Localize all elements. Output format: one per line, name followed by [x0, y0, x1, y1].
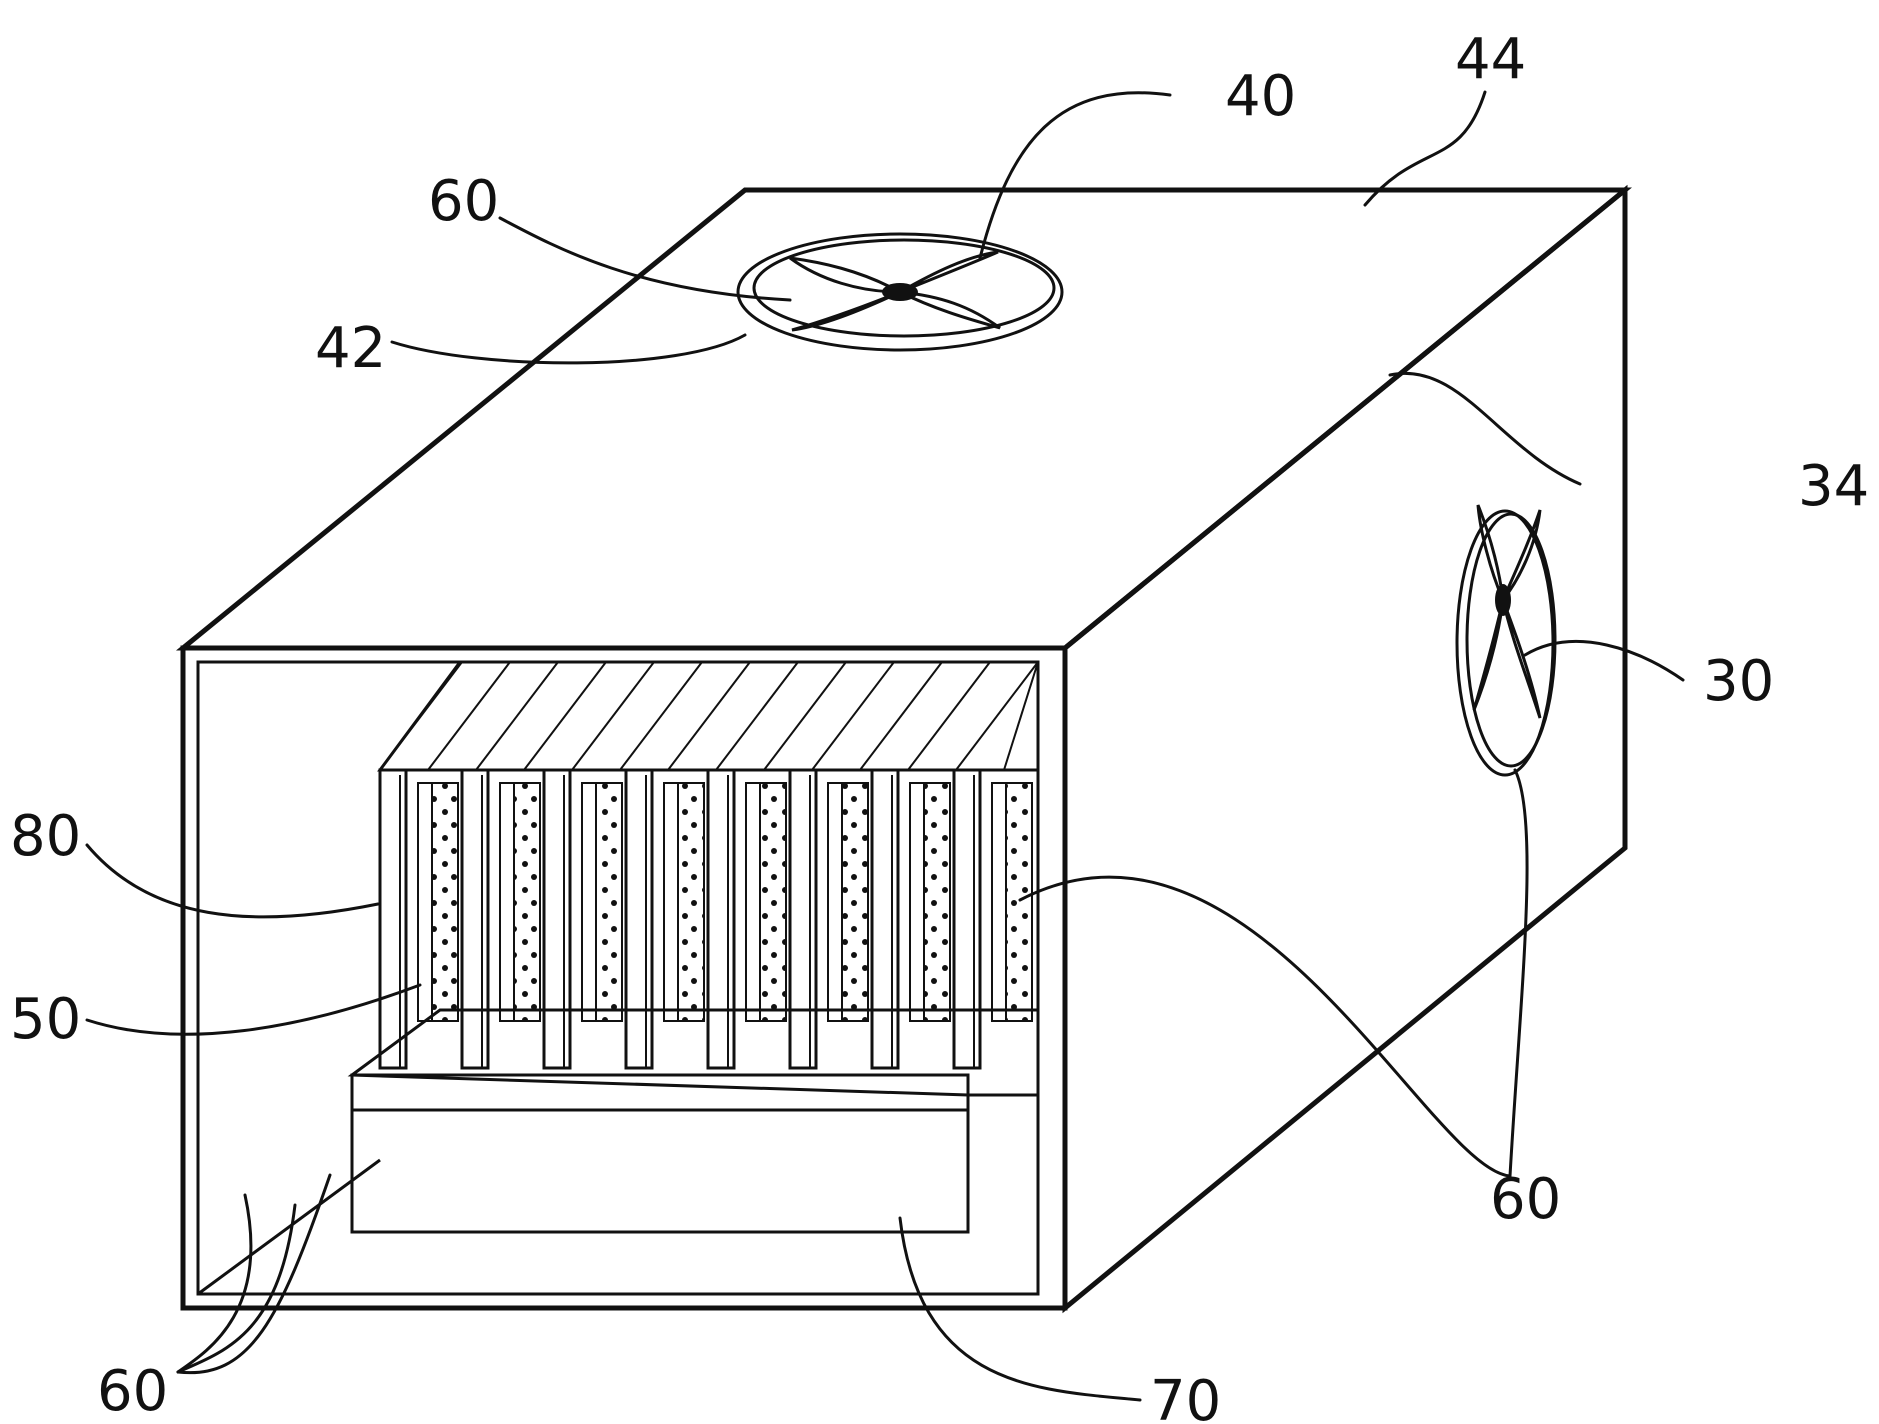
housing-side-face — [1065, 190, 1625, 1308]
fin-top-stripe — [668, 662, 750, 770]
fin-top-stripe — [716, 662, 798, 770]
fin-top-stripe — [476, 662, 558, 770]
label-60-right: 60 — [1490, 1167, 1561, 1232]
fin-top-stripe — [764, 662, 846, 770]
fin-top-stripe — [956, 662, 1038, 770]
fin-top-stripe — [1004, 662, 1038, 770]
top-fan-blades — [790, 252, 1000, 330]
fin-plate — [954, 770, 980, 1068]
fin-top-stripe — [620, 662, 702, 770]
fin-edge-strip — [828, 783, 842, 1021]
heat-sink-fins — [380, 662, 1038, 1068]
fin-top-stripe — [524, 662, 606, 770]
label-42: 42 — [315, 316, 386, 381]
label-30: 30 — [1703, 649, 1774, 714]
heat-sink-base — [352, 1010, 1038, 1232]
side-fan — [1457, 505, 1555, 775]
fin-plate — [626, 770, 652, 1068]
fin-plate — [708, 770, 734, 1068]
label-60-bottom: 60 — [97, 1359, 168, 1424]
fin-top-stripe — [428, 662, 510, 770]
side-fan-blades — [1474, 505, 1540, 718]
fin-top-stripe — [908, 662, 990, 770]
fin-edge-strip — [500, 783, 514, 1021]
label-44: 44 — [1455, 27, 1526, 92]
fin-edge-strip — [746, 783, 760, 1021]
fin-plate — [380, 770, 406, 1068]
housing-top-face — [183, 190, 1625, 648]
label-60-top: 60 — [428, 169, 499, 234]
fin-edge-strip — [910, 783, 924, 1021]
fin-top-stripe — [380, 662, 462, 770]
fin-plate — [872, 770, 898, 1068]
fin-edge-strip — [582, 783, 596, 1021]
top-fan — [738, 234, 1062, 350]
label-70: 70 — [1150, 1369, 1221, 1424]
label-40: 40 — [1225, 64, 1296, 129]
label-50: 50 — [10, 987, 81, 1052]
fin-top-stripe — [572, 662, 654, 770]
fin-top-stripe — [812, 662, 894, 770]
fin-plate — [462, 770, 488, 1068]
fin-plate — [544, 770, 570, 1068]
fin-edge-strip — [664, 783, 678, 1021]
fin-top-stripe — [860, 662, 942, 770]
label-80: 80 — [10, 804, 81, 869]
fin-plate — [790, 770, 816, 1068]
fin-edge-strip — [992, 783, 1006, 1021]
label-34: 34 — [1798, 454, 1869, 519]
